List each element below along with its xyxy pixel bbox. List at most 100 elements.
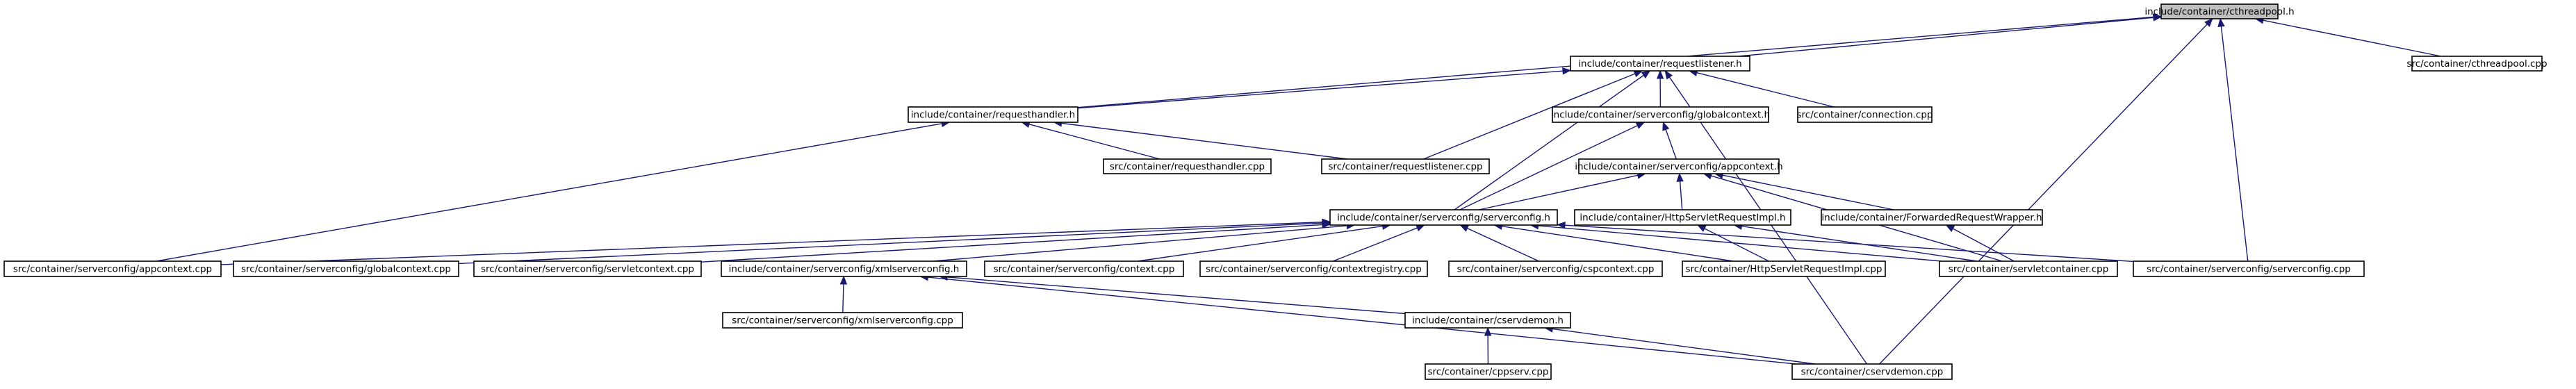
node-box [1791,363,1953,380]
edge-httpreqimpl_h-to-appcontext_h [1679,181,1683,210]
node-cppserv-cpp[interactable]: src/container/cppserv.cpp [1425,363,1552,380]
arrowhead-cservdemon_cpp-to-reqlistener_h [1664,69,1673,80]
node-cservdemon-cpp[interactable]: src/container/cservdemon.cpp [1791,363,1953,380]
node-connection-cpp[interactable]: src/container/connection.cpp [1796,106,1933,123]
edge-connection_cpp-to-reqlistener_h [1696,72,1835,108]
arrowhead-reqhandler_h-to-root [2153,13,2163,21]
node-servletcontext-cpp[interactable]: src/container/serverconfig/servletcontex… [473,260,702,277]
node-reqlistener-cpp[interactable]: src/container/requestlistener.cpp [1321,158,1490,174]
edge-reqlistener_cpp-to-reqhandler_h [1061,122,1347,160]
edge-fwdreqwrapper_h-to-appcontext_h [1722,174,1894,210]
edge-reqlistener_cpp-to-reqlistener_h [1423,73,1636,160]
node-reqhandler-h[interactable]: include/container/requesthandler.h [908,106,1078,123]
node-box [2411,56,2543,72]
file-nodes: include/container/cthreadpool.h include/c… [3,3,2548,380]
node-box [1682,260,1886,277]
node-cthreadpool-cpp[interactable]: src/container/cthreadpool.cpp [2406,56,2548,72]
node-reqlistener-h[interactable]: include/container/requestlistener.h [1570,56,1750,72]
node-box [721,260,967,277]
node-label: include/container/serverconfig/xmlserver… [729,264,960,275]
node-label: include/container/requesthandler.h [911,110,1075,121]
arrowhead-httpreqimpl_h-to-appcontext_h [1676,172,1684,182]
edge-appcontext_cpp-to-reqhandler_h [156,123,942,262]
node-box [1199,260,1428,277]
edge-xmlserverconfig_h-to-serverconfig_h [933,225,1347,262]
node-label: src/container/serverconfig/xmlserverconf… [732,315,953,326]
edge-cservdemon_cpp-to-xmlserverconfig_h [928,276,1796,365]
arrowhead-serverconfig_h-to-globalcontext_h [1635,122,1646,129]
arrowhead-servletcontext_cpp-to-serverconfig_h [1322,221,1331,229]
node-cspcontext-cpp[interactable]: src/container/serverconfig/cspcontext.cp… [1448,260,1663,277]
node-httpreqimpl-h[interactable]: include/container/HttpServletRequestImpl… [1574,209,1791,226]
node-xmlserverconfig-h[interactable]: include/container/serverconfig/xmlserver… [721,260,967,277]
node-label: src/container/serverconfig/globalcontext… [241,264,451,275]
node-context-cpp[interactable]: src/container/serverconfig/context.cpp [984,260,1184,277]
node-box [2160,3,2279,19]
node-label: include/container/serverconfig/globalcon… [1551,110,1770,121]
node-serverconfig-cpp[interactable]: src/container/serverconfig/serverconfig.… [2133,260,2365,277]
edge-httpreqimpl_cpp-to-httpreqimpl_h [1704,228,1769,262]
edge-globalcontext_cpp-to-serverconfig_h [458,222,1323,265]
node-box [1574,209,1791,226]
node-serverconfig-h[interactable]: include/container/serverconfig/servercon… [1329,209,1558,226]
edge-cservdemon_cpp-to-root [1879,24,2208,365]
node-box [1425,363,1552,380]
arrowhead-serverconfig_h-to-reqlistener_h [1641,70,1651,78]
edge-cthreadpool_cpp-to-root [2263,19,2441,57]
arrowhead-serverconfig_cpp-to-serverconfig_h [1556,221,1566,229]
node-fwdreqwrapper-h[interactable]: include/container/ForwardedRequestWrappe… [1821,209,2043,226]
node-label: src/container/servletcontainer.cpp [1949,264,2109,275]
edge-servletcontainer_cpp-to-httpreqimpl_h [1741,225,1978,262]
node-label: src/container/requesthandler.cpp [1110,161,1265,172]
edge-serverconfig_h-to-globalcontext_h [1459,125,1638,210]
node-label: src/container/cppserv.cpp [1427,367,1548,378]
node-servletcontainer-cpp[interactable]: src/container/servletcontainer.cpp [1939,260,2118,277]
edge-serverconfig_cpp-to-root [2220,26,2249,262]
node-label: src/container/connection.cpp [1796,110,1933,121]
edge-cspcontext_cpp-to-serverconfig_h [1467,227,1539,262]
edge-servletcontainer_cpp-to-fwdreqwrapper_h [1953,228,2015,262]
arrowhead-xmlserverconfig_cpp-to-xmlserverconfig_h [839,275,848,285]
node-box [1448,260,1663,277]
node-label: include/container/HttpServletRequestImpl… [1580,213,1785,224]
node-label: include/container/serverconfig/appcontex… [1575,161,1782,172]
node-box [473,260,702,277]
node-globalcontext-h[interactable]: include/container/serverconfig/globalcon… [1551,106,1770,123]
node-label: include/container/cservdemon.h [1412,315,1564,326]
node-xmlserverconfig-cpp[interactable]: src/container/serverconfig/xmlserverconf… [722,312,963,329]
arrowhead-serverconfig_cpp-to-root [2217,17,2225,28]
node-label: src/container/serverconfig/contextregist… [1206,264,1422,275]
node-label: src/container/HttpServletRequestImpl.cpp [1686,264,1882,275]
edge-context_cpp-to-serverconfig_h [1137,225,1383,262]
node-box [1552,106,1769,123]
node-httpreqimpl-cpp[interactable]: src/container/HttpServletRequestImpl.cpp [1682,260,1886,277]
node-root[interactable]: include/container/cthreadpool.h [2144,3,2295,19]
node-box [1321,158,1490,174]
arrowhead-cservdemon_cpp-to-root [2204,18,2213,27]
edge-serverconfig_h-to-reqlistener_h [1454,74,1644,210]
node-label: src/container/serverconfig/cspcontext.cp… [1457,264,1655,275]
node-box [1570,56,1750,72]
edge-cservdemon_cpp-to-cservdemon_h [1552,328,1815,365]
node-appcontext-h[interactable]: include/container/serverconfig/appcontex… [1575,158,1783,174]
edge-reqhandler_h-to-reqlistener_h [1077,70,1564,109]
arrowhead-reqlistener_cpp-to-reqlistener_h [1633,70,1643,78]
node-contextregistry-cpp[interactable]: src/container/serverconfig/contextregist… [1199,260,1428,277]
edge-servletcontainer_cpp-to-serverconfig_h [1538,225,1942,262]
node-reqhandler-cpp[interactable]: src/container/requesthandler.cpp [1103,158,1272,174]
node-cservdemon-h[interactable]: include/container/cservdemon.h [1404,312,1571,329]
edge-appcontext_cpp-to-serverconfig_h [220,222,1323,265]
node-box [1103,158,1272,174]
arrowhead-servletcontainer_cpp-to-fwdreqwrapper_h [1945,224,1955,233]
node-label: src/container/requestlistener.cpp [1328,161,1482,172]
edge-servletcontext_cpp-to-serverconfig_h [700,224,1323,263]
node-appcontext-cpp[interactable]: src/container/serverconfig/appcontext.cp… [3,260,222,277]
node-box [722,312,963,329]
node-label: src/container/cthreadpool.cpp [2406,58,2547,69]
node-globalcontext-cpp[interactable]: src/container/serverconfig/globalcontext… [233,260,459,277]
node-box [2133,260,2365,277]
dependency-edges [156,13,2441,365]
node-box [1821,209,2043,226]
node-label: src/container/serverconfig/servletcontex… [481,264,694,275]
node-label: src/container/serverconfig/context.cpp [994,264,1175,275]
